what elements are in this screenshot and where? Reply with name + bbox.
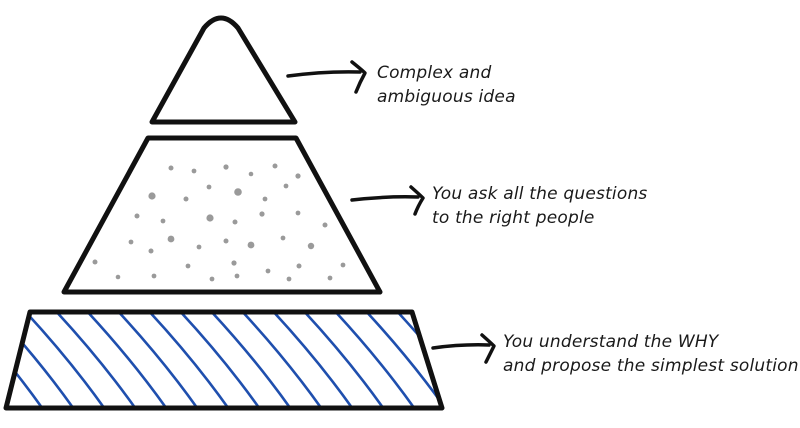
texture-dot [206, 214, 214, 222]
texture-stripe [206, 312, 295, 408]
texture-dot [296, 263, 302, 269]
texture-dot [248, 171, 254, 177]
texture-stripe [6, 312, 78, 408]
label-line: and propose the simplest solution [503, 356, 799, 376]
texture-dot [160, 218, 166, 224]
arrow-icon [350, 185, 425, 216]
texture-stripe [299, 312, 388, 408]
texture-stripe [82, 312, 171, 408]
texture-stripe [113, 312, 202, 408]
texture-stripe [51, 312, 140, 408]
texture-dot [340, 262, 346, 268]
texture-dot [128, 239, 134, 245]
tier-label-top: Complex and ambiguous idea [377, 61, 516, 109]
texture-stripe [330, 312, 419, 408]
texture-dot [148, 248, 154, 254]
texture-dot [185, 263, 191, 269]
label-line: ambiguous idea [377, 87, 516, 107]
texture-dot [327, 275, 333, 281]
texture-dot [272, 163, 278, 169]
texture-stripe [237, 312, 326, 408]
texture-dot [259, 211, 265, 217]
texture-dot [223, 164, 229, 170]
texture-dot [196, 244, 202, 250]
label-line: You ask all the questions [432, 184, 648, 204]
texture-dot [322, 222, 328, 228]
pyramid-tier-top [149, 15, 298, 125]
texture-dot [232, 219, 238, 225]
texture-dot [262, 196, 268, 202]
texture-dot [168, 165, 174, 171]
texture-dot [148, 192, 156, 200]
arrow-icon [286, 60, 367, 94]
tier-label-middle: You ask all the questions to the right p… [432, 182, 648, 230]
texture-dot [191, 168, 197, 174]
texture-dot [234, 273, 240, 279]
texture-dot [295, 210, 301, 216]
pyramid-tier-bottom [3, 309, 445, 411]
dot-texture [92, 163, 346, 282]
texture-dot [183, 196, 189, 202]
texture-dot [206, 184, 212, 190]
tier-label-bottom: You understand the WHY and propose the s… [503, 330, 799, 378]
texture-dot [307, 242, 315, 250]
label-line: You understand the WHY [503, 332, 719, 352]
texture-stripe [268, 312, 357, 408]
texture-dot [223, 238, 229, 244]
texture-dot [265, 268, 271, 274]
texture-dot [283, 183, 289, 189]
texture-dot [247, 241, 255, 249]
texture-dot [295, 173, 301, 179]
texture-dot [134, 213, 140, 219]
texture-dot [280, 235, 286, 241]
texture-dot [167, 235, 175, 243]
arrow-icon [431, 333, 496, 364]
texture-dot [286, 276, 292, 282]
label-line: to the right people [432, 208, 595, 228]
texture-dot [151, 273, 157, 279]
texture-stripe [6, 312, 47, 408]
texture-dot [115, 274, 121, 280]
texture-dot [92, 259, 98, 265]
texture-stripe [175, 312, 264, 408]
pyramid-tier-middle [61, 135, 383, 295]
label-line: Complex and [377, 63, 492, 83]
texture-stripe [144, 312, 233, 408]
texture-stripe [20, 312, 109, 408]
texture-dot [209, 276, 215, 282]
texture-dot [231, 260, 237, 266]
texture-dot [234, 188, 242, 196]
